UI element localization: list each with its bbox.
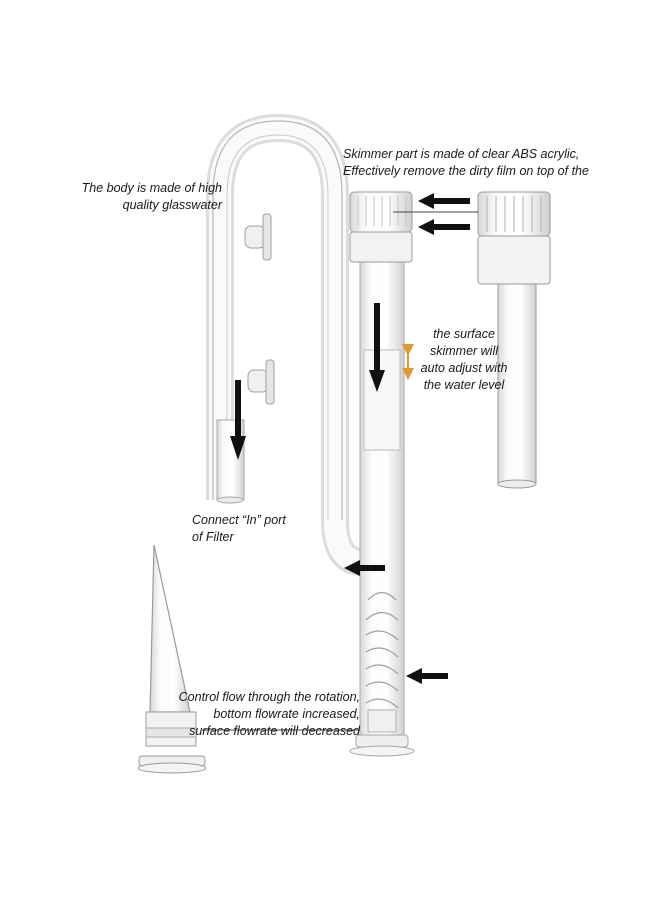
angled-intake-detail bbox=[137, 544, 207, 774]
skimmer-part-detail bbox=[477, 191, 551, 489]
arrow-intake bbox=[406, 668, 448, 684]
callout-skimmer-material: Skimmer part is made of clear ABS acryli… bbox=[343, 147, 589, 178]
leader-lines bbox=[202, 211, 478, 731]
spiral-intake bbox=[365, 591, 399, 709]
arrow-bend bbox=[344, 560, 385, 576]
arrow-down-outlet bbox=[230, 380, 246, 460]
suction-cup-lower bbox=[247, 359, 275, 405]
glass-j-tube bbox=[206, 113, 376, 576]
callout-control-flow: Control flow through the rotation,bottom… bbox=[178, 690, 360, 738]
flow-arrows bbox=[230, 193, 470, 684]
inflow-tube bbox=[349, 191, 415, 757]
arrow-down-inflow bbox=[369, 303, 385, 392]
suction-cup-upper bbox=[244, 213, 272, 261]
arrow-skimmer-lower bbox=[418, 219, 470, 235]
arrow-skimmer-upper bbox=[418, 193, 470, 209]
